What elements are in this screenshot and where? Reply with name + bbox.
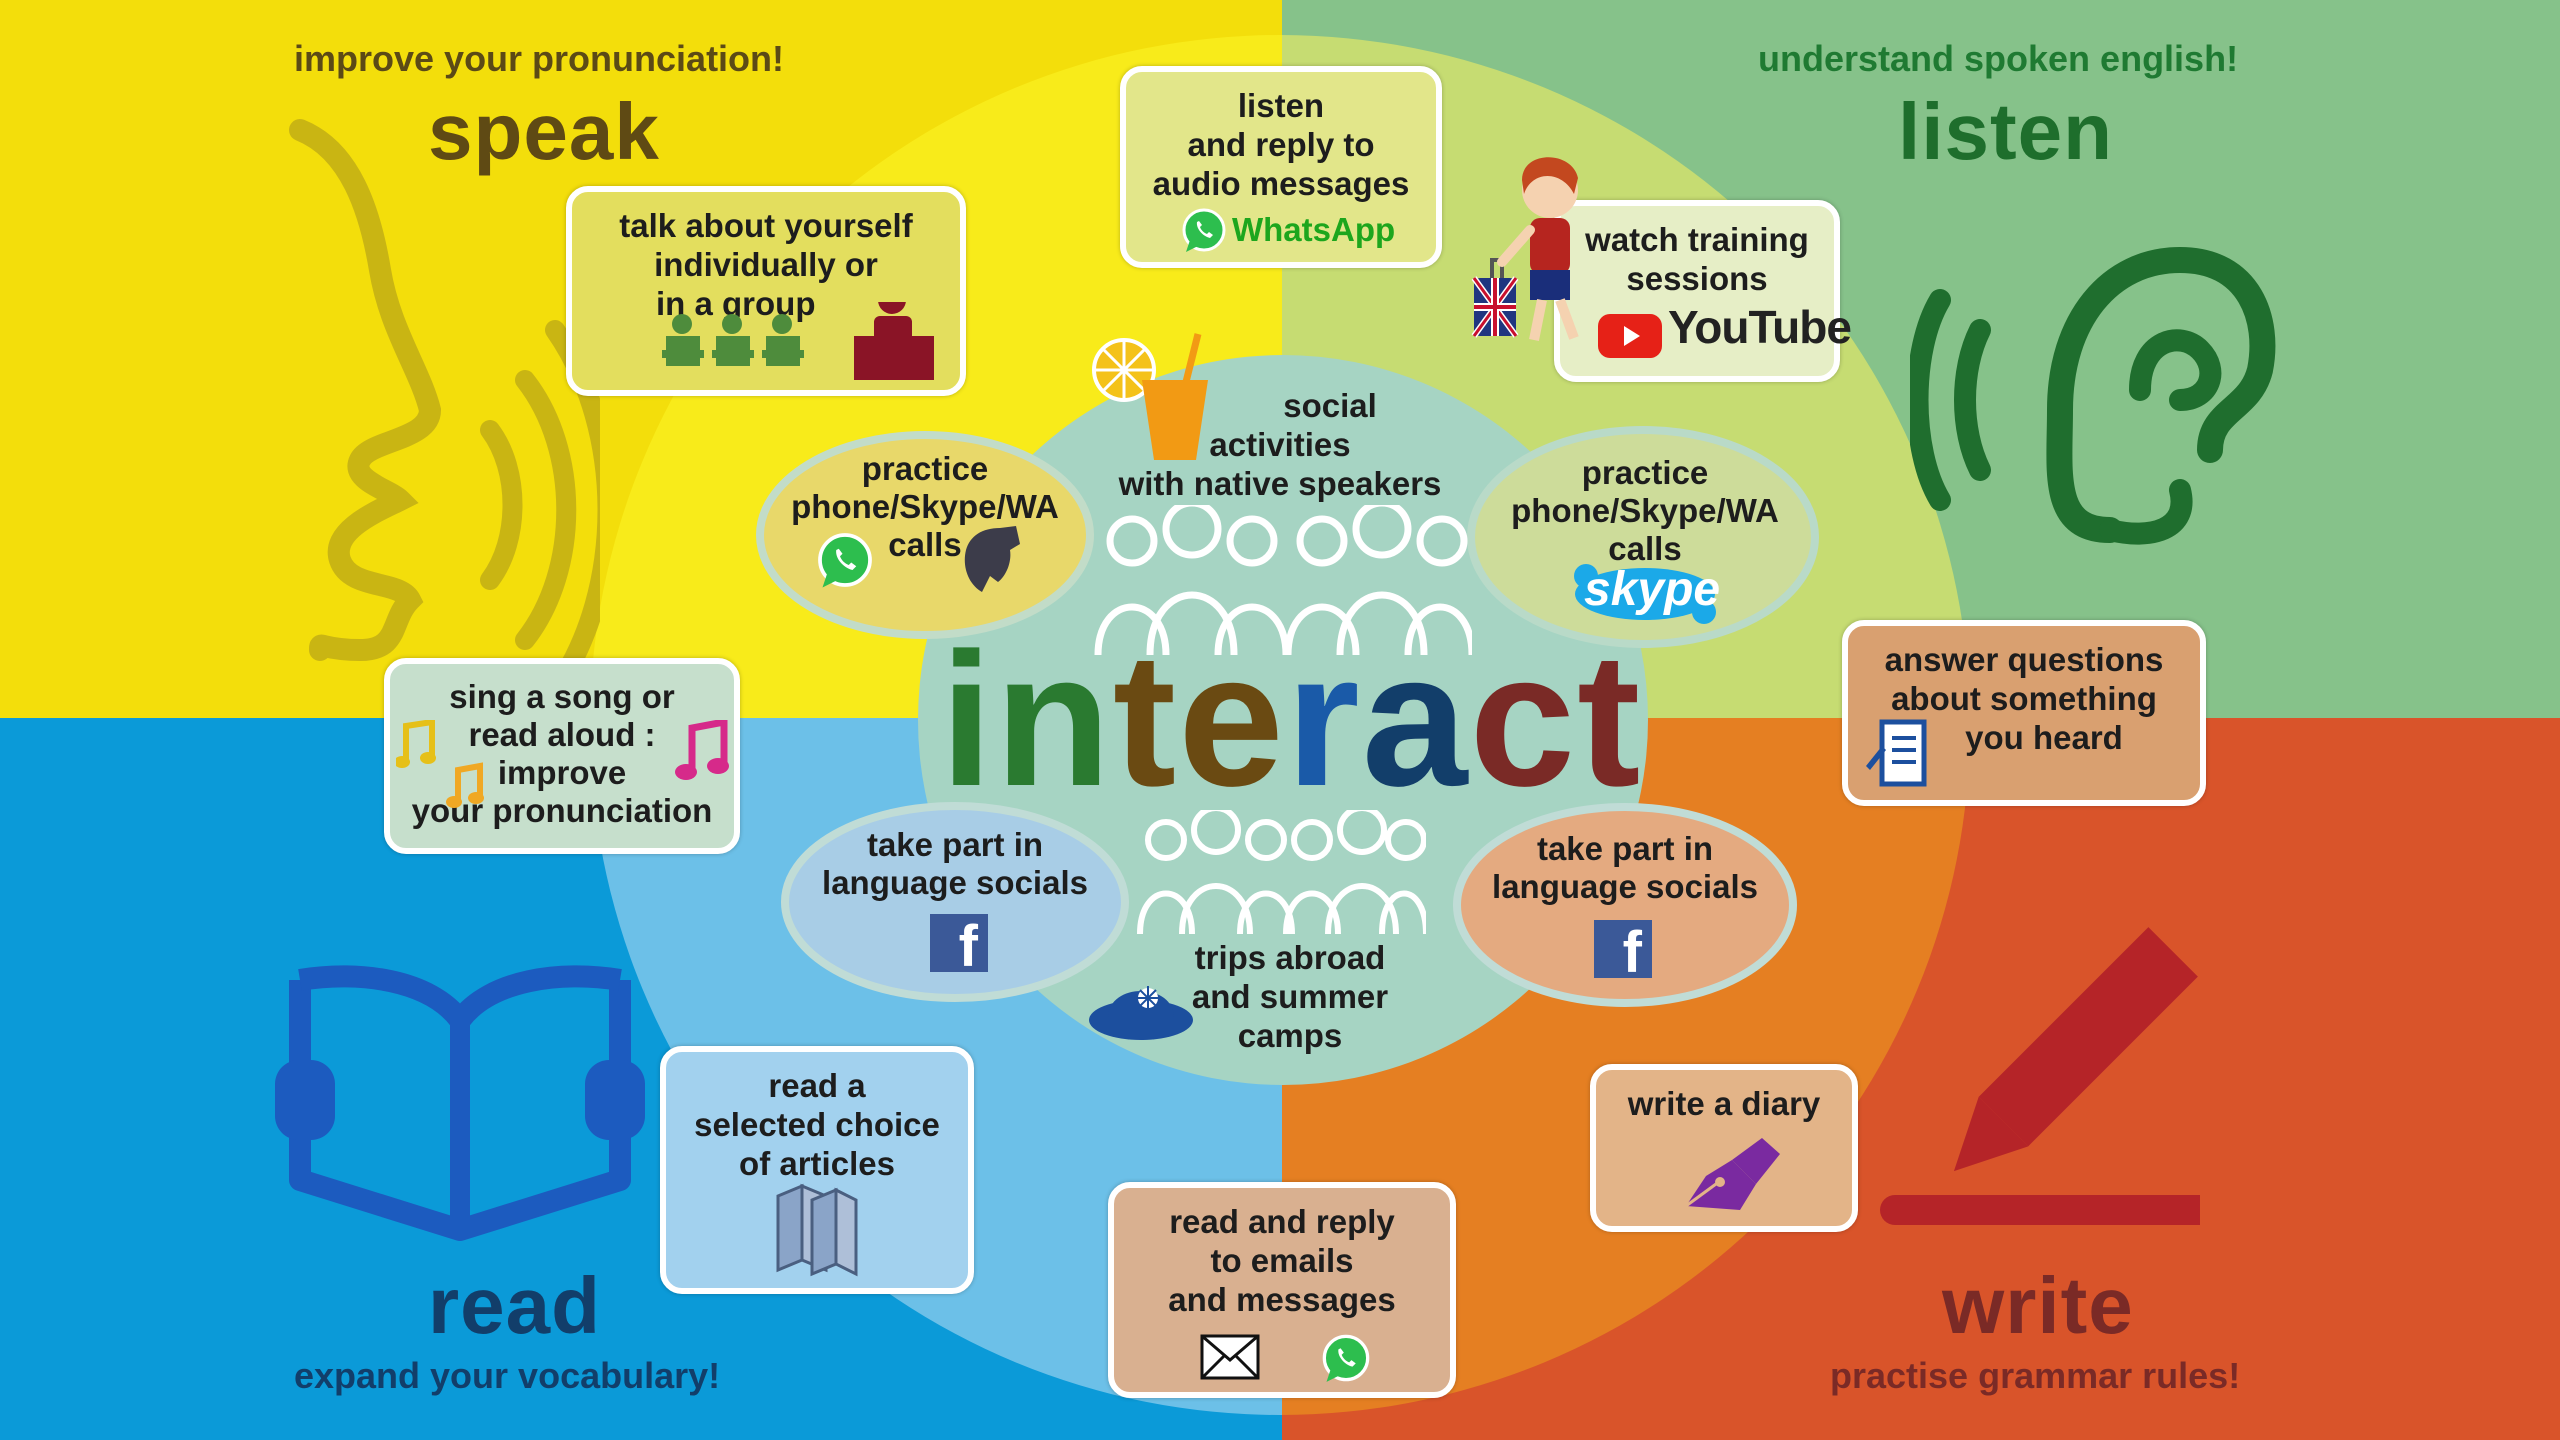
pencil-icon <box>1880 927 2200 1225</box>
facebook-icon: f <box>1594 920 1652 978</box>
card-emails: read and reply to emails and messages <box>1108 1182 1456 1398</box>
envelope-icon <box>1200 1334 1260 1380</box>
write-title: write <box>1942 1261 2134 1350</box>
whatsapp-icon <box>818 533 872 588</box>
oval-phone-right-bg <box>1467 426 1819 648</box>
trips-text: trips abroad and summer camps <box>1191 939 1389 1054</box>
open-book-icon <box>275 965 645 1241</box>
fountain-pen-icon <box>1685 1138 1780 1210</box>
whatsapp-word: WhatsApp <box>1232 211 1396 248</box>
youtube-word: YouTube <box>1668 301 1852 353</box>
card-whatsapp-audio: listen and reply to audio messages Whats… <box>1120 66 1442 268</box>
card-articles: read a selected choice of articles <box>660 1046 974 1294</box>
listen-title: listen <box>1898 87 2113 176</box>
oval-phone-left: practice phone/Skype/WA calls <box>791 450 1059 563</box>
card-sing: sing a song or read aloud : improve your… <box>384 658 740 854</box>
speak-title: speak <box>428 87 660 176</box>
write-tagline: practise grammar rules! <box>1830 1355 2241 1396</box>
whatsapp-icon <box>1322 1334 1370 1382</box>
read-tagline: expand your vocabulary! <box>294 1355 721 1396</box>
music-note-icon <box>396 720 729 808</box>
listen-tagline: understand spoken english! <box>1758 38 2239 79</box>
books-icon <box>776 1183 858 1277</box>
oval-socials-right-bg <box>1453 803 1797 1007</box>
skype-icon <box>1574 564 1716 624</box>
ear-sound-icon <box>1910 246 2276 545</box>
people-icon <box>1094 505 1472 655</box>
card-youtube: watch training sessions YouTube <box>1554 200 1852 382</box>
classroom-icon <box>662 302 934 380</box>
facebook-icon: f <box>930 914 988 972</box>
skype-word: skype <box>1584 563 1721 616</box>
card-answer: answer questions about something you hea… <box>1842 620 2206 806</box>
read-title: read <box>428 1261 601 1350</box>
card-talk: talk about yourself individually or in a… <box>566 186 966 396</box>
hat-icon <box>1089 986 1193 1040</box>
youtube-icon <box>1598 314 1662 358</box>
card-diary: write a diary <box>1590 1064 1858 1232</box>
traveler-icon <box>1471 157 1579 341</box>
document-icon <box>1866 719 1927 787</box>
oval-socials-right: take part in language socials <box>1492 830 1758 905</box>
drink-icon <box>1092 333 1208 460</box>
mouth-sound-icon <box>289 119 600 670</box>
whatsapp-icon <box>1182 208 1226 252</box>
interact-title: interact <box>940 614 1643 826</box>
people-icon <box>1137 810 1426 934</box>
social-activities-text: social activities with native speakers <box>1118 387 1442 502</box>
oval-socials-left: take part in language socials <box>822 826 1088 901</box>
oval-phone-right: practice phone/Skype/WA calls <box>1511 454 1779 567</box>
phone-icon <box>964 526 1020 592</box>
speak-tagline: improve your pronunciation! <box>294 38 785 79</box>
oval-socials-left-bg <box>781 802 1129 1002</box>
